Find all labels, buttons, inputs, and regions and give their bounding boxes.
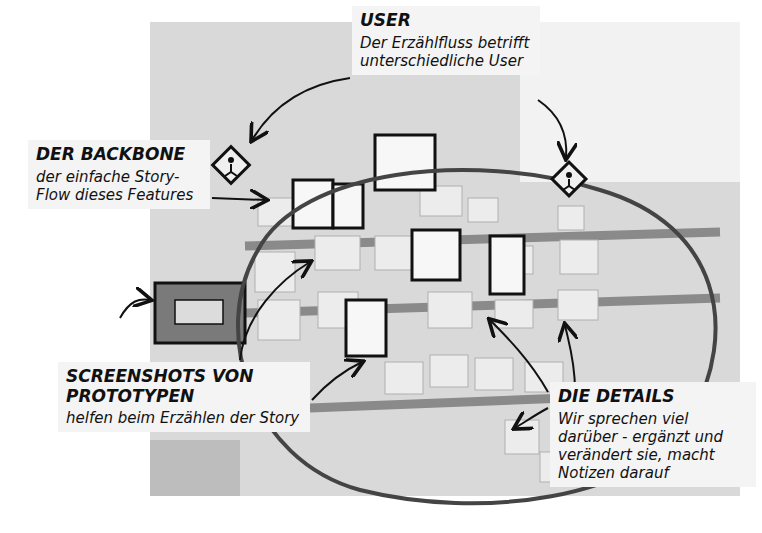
sticky-notes	[255, 186, 598, 482]
screenshot	[293, 180, 333, 228]
screenshot	[375, 135, 435, 190]
callout-text: der einfache Story-Flow dieses Features	[36, 168, 202, 204]
leader-arrow	[312, 362, 362, 400]
callout-box: DIE DETAILS Wir sprechen viel darüber - e…	[550, 382, 756, 487]
leader-arrow	[120, 299, 150, 318]
sticky-note	[385, 362, 423, 394]
callout-heading: DER BACKBONE	[36, 145, 202, 165]
user-icon	[213, 147, 250, 184]
tape-strip	[245, 298, 720, 313]
callout-box: SCREENSHOTS VON PROTOTYPEN helfen beim Er…	[58, 362, 310, 432]
leader-arrow	[490, 320, 548, 392]
sticky-note	[468, 198, 498, 222]
screenshot	[412, 230, 460, 280]
user-icon-head	[228, 157, 234, 163]
user-icon-body	[563, 179, 575, 190]
screenshot	[490, 236, 524, 294]
sticky-note	[430, 355, 468, 387]
callout-text: helfen beim Erzählen der Story	[66, 409, 302, 427]
sticky-note	[505, 420, 539, 454]
leader-arrow	[515, 408, 548, 428]
sticky-note	[475, 358, 513, 390]
callout-box: USER Der Erzählfluss betrifft unterschied…	[352, 6, 540, 75]
sticky-note	[255, 252, 295, 292]
leader-arrow	[252, 78, 350, 140]
leader-arrow	[538, 100, 566, 158]
leader-arrow	[212, 198, 266, 200]
leader-arrow	[565, 325, 575, 390]
callout-text: Wir sprechen viel darüber - ergänzt und …	[558, 410, 748, 482]
callout-heading: DIE DETAILS	[558, 387, 748, 407]
user-icon-head	[566, 172, 572, 178]
sticky-note	[560, 240, 598, 274]
sticky-note	[558, 206, 584, 230]
screenshot	[346, 300, 386, 356]
callout-heading: SCREENSHOTS VON PROTOTYPEN	[66, 367, 302, 406]
screenshot-dialog	[175, 300, 223, 324]
floor-shadow	[150, 440, 240, 496]
sticky-note	[315, 236, 360, 270]
user-icon-body	[225, 164, 237, 176]
wall-light	[520, 22, 740, 182]
sticky-note	[428, 292, 472, 328]
screenshot	[155, 283, 245, 343]
sticky-note	[258, 300, 300, 340]
leader-arrow	[240, 262, 310, 360]
user-icon	[552, 162, 586, 196]
sticky-note	[495, 300, 533, 328]
callout-box: DER BACKBONE der einfache Story-Flow dies…	[28, 140, 210, 209]
user-icons	[213, 147, 586, 196]
callout-heading: USER	[360, 11, 532, 31]
sticky-note	[558, 290, 598, 320]
callout-text: Der Erzählfluss betrifft unterschiedlich…	[360, 34, 532, 70]
